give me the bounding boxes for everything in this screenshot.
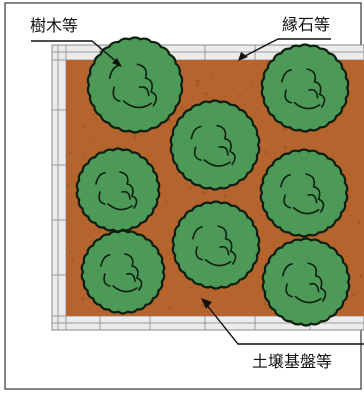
label-trees: 樹木等 <box>30 16 79 35</box>
leader-line-curb <box>242 38 331 58</box>
tree-group <box>75 36 351 327</box>
tree-icon <box>169 99 261 191</box>
label-curb: 縁石等 <box>282 15 331 34</box>
tree-icon <box>80 229 166 315</box>
leader-line-soil <box>205 303 364 345</box>
tree-icon <box>259 148 349 238</box>
leader-line-trees <box>31 40 119 64</box>
arrowhead-trees <box>112 58 122 67</box>
tree-icon <box>75 147 161 233</box>
tree-icon <box>86 36 184 134</box>
arrowhead-curb <box>238 52 248 61</box>
tree-icon <box>171 200 261 290</box>
tree-icon <box>261 237 351 327</box>
tree-icon <box>260 43 350 133</box>
label-soil: 土壌基盤等 <box>252 352 333 371</box>
arrowhead-soil <box>201 298 212 309</box>
